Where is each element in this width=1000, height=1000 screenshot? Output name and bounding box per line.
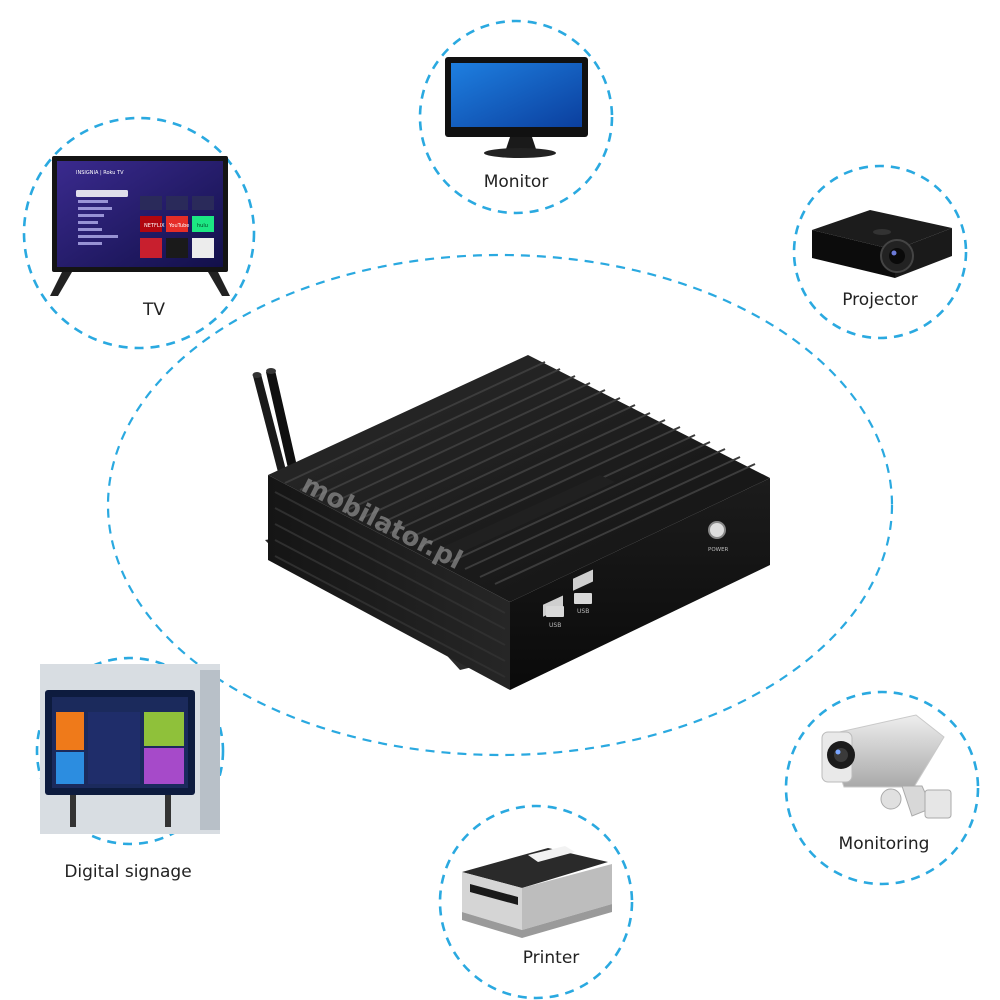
digital-signage-icon bbox=[40, 664, 220, 834]
svg-text:NETFLIX: NETFLIX bbox=[144, 223, 165, 229]
monitoring-ring bbox=[784, 690, 980, 886]
device-label-projector: Projector bbox=[842, 290, 918, 310]
device-label-monitoring: Monitoring bbox=[838, 834, 930, 854]
usb-label-2: USB bbox=[577, 608, 589, 615]
device-label-printer: Printer bbox=[522, 948, 580, 968]
printer-icon bbox=[462, 846, 612, 938]
monitor-icon bbox=[445, 57, 588, 158]
projector-icon bbox=[812, 210, 952, 278]
security-camera-icon bbox=[821, 714, 952, 819]
antenna-icon bbox=[252, 368, 299, 477]
power-button-icon bbox=[708, 521, 726, 539]
device-label-digital-signage: Digital signage bbox=[64, 862, 192, 882]
mini-pc-device: mobilator.pl USB USB POWER bbox=[252, 355, 770, 690]
tv-icon: NETFLIX YouTube hulu INSIGNIA | Roku TV bbox=[50, 156, 230, 296]
central-ring bbox=[106, 253, 894, 757]
power-label: POWER bbox=[708, 547, 729, 553]
svg-text:YouTube: YouTube bbox=[168, 223, 189, 229]
device-label-tv: TV bbox=[142, 300, 165, 320]
svg-text:hulu: hulu bbox=[197, 223, 208, 229]
usb-label-1: USB bbox=[549, 622, 561, 629]
device-label-monitor: Monitor bbox=[483, 172, 549, 192]
svg-text:INSIGNIA | Roku TV: INSIGNIA | Roku TV bbox=[76, 170, 124, 176]
heatsink-fins bbox=[284, 361, 756, 585]
